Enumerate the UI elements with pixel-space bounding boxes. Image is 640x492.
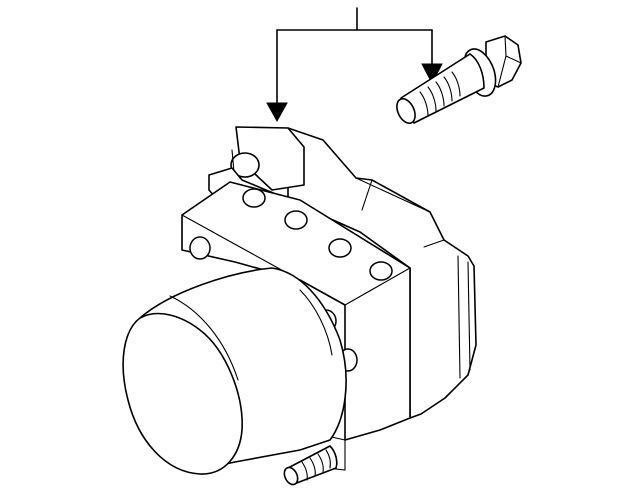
port-hole: [242, 188, 266, 208]
port-hole: [284, 210, 308, 230]
leader-arrow-bolt: [421, 63, 443, 85]
mount-hole: [189, 236, 211, 260]
port-hole: [369, 261, 393, 281]
abs-modulator-icon: [122, 126, 477, 475]
callout-leader: [266, 7, 443, 123]
stud-icon: [283, 445, 338, 486]
leader-arrow-modulator: [266, 102, 288, 123]
bolt-icon: [396, 35, 522, 125]
port-hole: [328, 238, 352, 258]
